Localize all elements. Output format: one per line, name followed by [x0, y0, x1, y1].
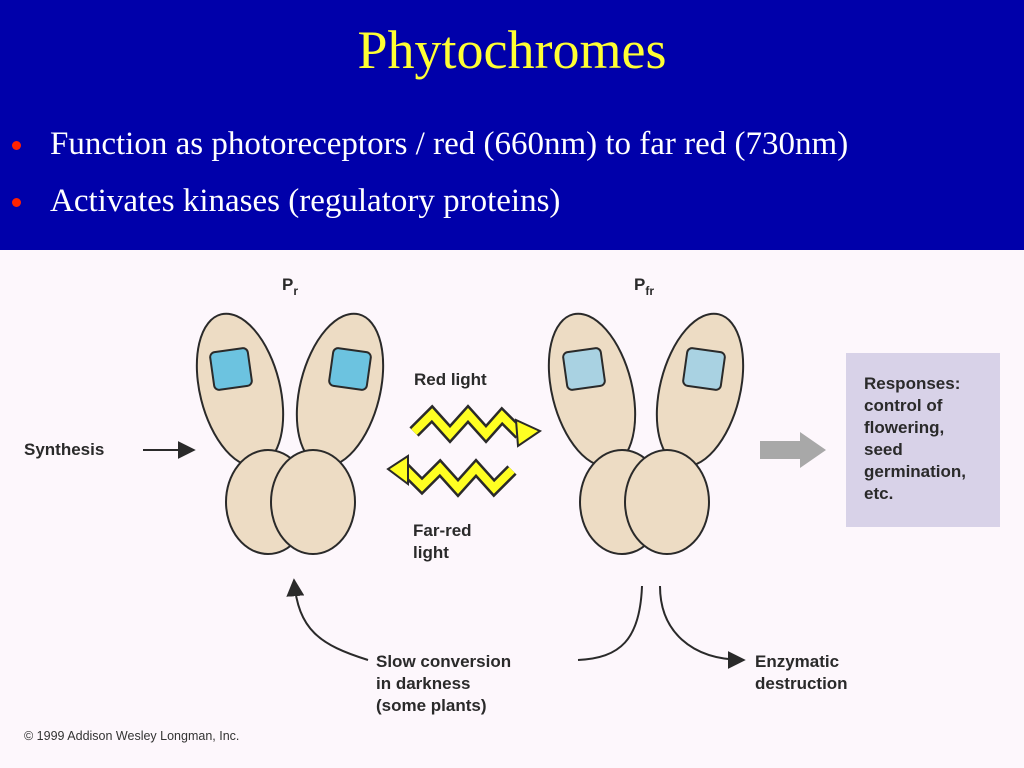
synthesis-label: Synthesis: [24, 440, 104, 459]
enzymatic-destruction-label: Enzymatic destruction: [755, 652, 848, 693]
pfr-chromophore: [682, 347, 726, 391]
slide-title: Phytochromes: [357, 20, 667, 80]
pr-protein: [195, 312, 385, 555]
slide-header: Phytochromes Function as photoreceptors …: [0, 0, 1024, 250]
pr-chromophore: [209, 347, 253, 391]
far-red-light-label: Far-red light: [413, 521, 476, 562]
red-light-label: Red light: [414, 370, 487, 389]
destruction-arrow-icon: [659, 585, 746, 669]
responses-box: [846, 353, 1000, 527]
bullet-item: Activates kinases (regulatory proteins): [0, 181, 1024, 225]
bullet-dot-icon: [12, 198, 21, 207]
pfr-label: Pfr: [634, 275, 654, 298]
pr-label: Pr: [282, 275, 298, 298]
copyright-notice: © 1999 Addison Wesley Longman, Inc.: [24, 729, 239, 743]
pr-chromophore: [328, 347, 372, 391]
bullet-item: Function as photoreceptors / red (660nm)…: [0, 124, 1024, 168]
slow-conversion-arrow-icon: [286, 578, 369, 661]
pfr-chromophore: [562, 347, 606, 391]
diagram-canvas: Pr Pfr Red light: [24, 275, 1000, 743]
response-arrow-icon: [760, 432, 826, 468]
phytochrome-diagram: Pr Pfr Red light: [0, 250, 1024, 768]
bullet-text: Activates kinases (regulatory proteins): [50, 183, 561, 219]
slow-conversion-label: Slow conversion in darkness (some plants…: [376, 652, 516, 715]
bullet-text: Function as photoreceptors / red (660nm)…: [50, 126, 849, 162]
pfr-protein: [547, 312, 745, 555]
bullet-dot-icon: [12, 141, 21, 150]
responses-text: Responses: control of flowering, seed ge…: [864, 374, 971, 503]
pfr-to-conversion-line: [577, 585, 643, 661]
